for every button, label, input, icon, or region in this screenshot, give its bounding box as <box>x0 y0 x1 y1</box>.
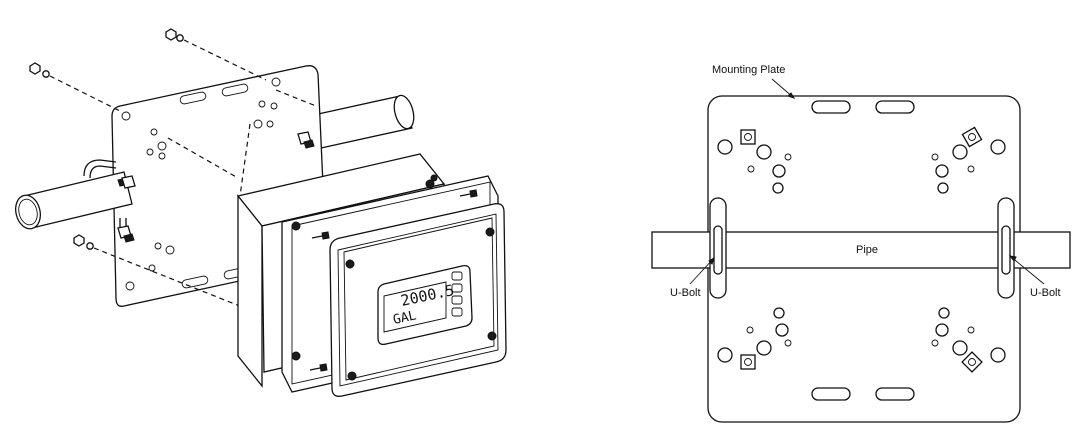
slot-bottom-right <box>875 387 915 401</box>
u-bolt-right-leader <box>1009 255 1045 285</box>
exploded-assembly-view: 2000.5 GAL <box>15 28 507 397</box>
holes-top-left <box>717 129 792 194</box>
meter-display-unit: GAL <box>392 308 418 328</box>
fasteners <box>29 28 317 331</box>
u-bolt-left-label: U-Bolt <box>670 287 701 299</box>
holes-bottom-left <box>717 307 792 370</box>
pipe-right-segment <box>299 94 415 151</box>
pipe-label: Pipe <box>856 244 878 256</box>
mounting-plate-label: Mounting Plate <box>712 64 785 76</box>
pipe-left-segment <box>15 171 133 230</box>
u-bolt-right-label: U-Bolt <box>1030 287 1061 299</box>
slot-bottom-left <box>811 387 851 401</box>
holes-top-right <box>931 126 1006 194</box>
u-bolt-upper <box>83 159 136 228</box>
u-bolt-lower <box>117 131 315 243</box>
holes-bottom-right <box>931 307 1006 373</box>
front-cover: 2000.5 GAL <box>329 203 507 397</box>
u-bolt-right <box>997 197 1015 299</box>
screws <box>309 189 478 372</box>
u-bolt-left <box>709 197 727 299</box>
flat-mounting-view: Pipe Mounting Plate U-Bolt U-Bolt <box>651 64 1071 423</box>
slot-top-left <box>811 100 851 114</box>
slot-top-right <box>875 100 915 114</box>
